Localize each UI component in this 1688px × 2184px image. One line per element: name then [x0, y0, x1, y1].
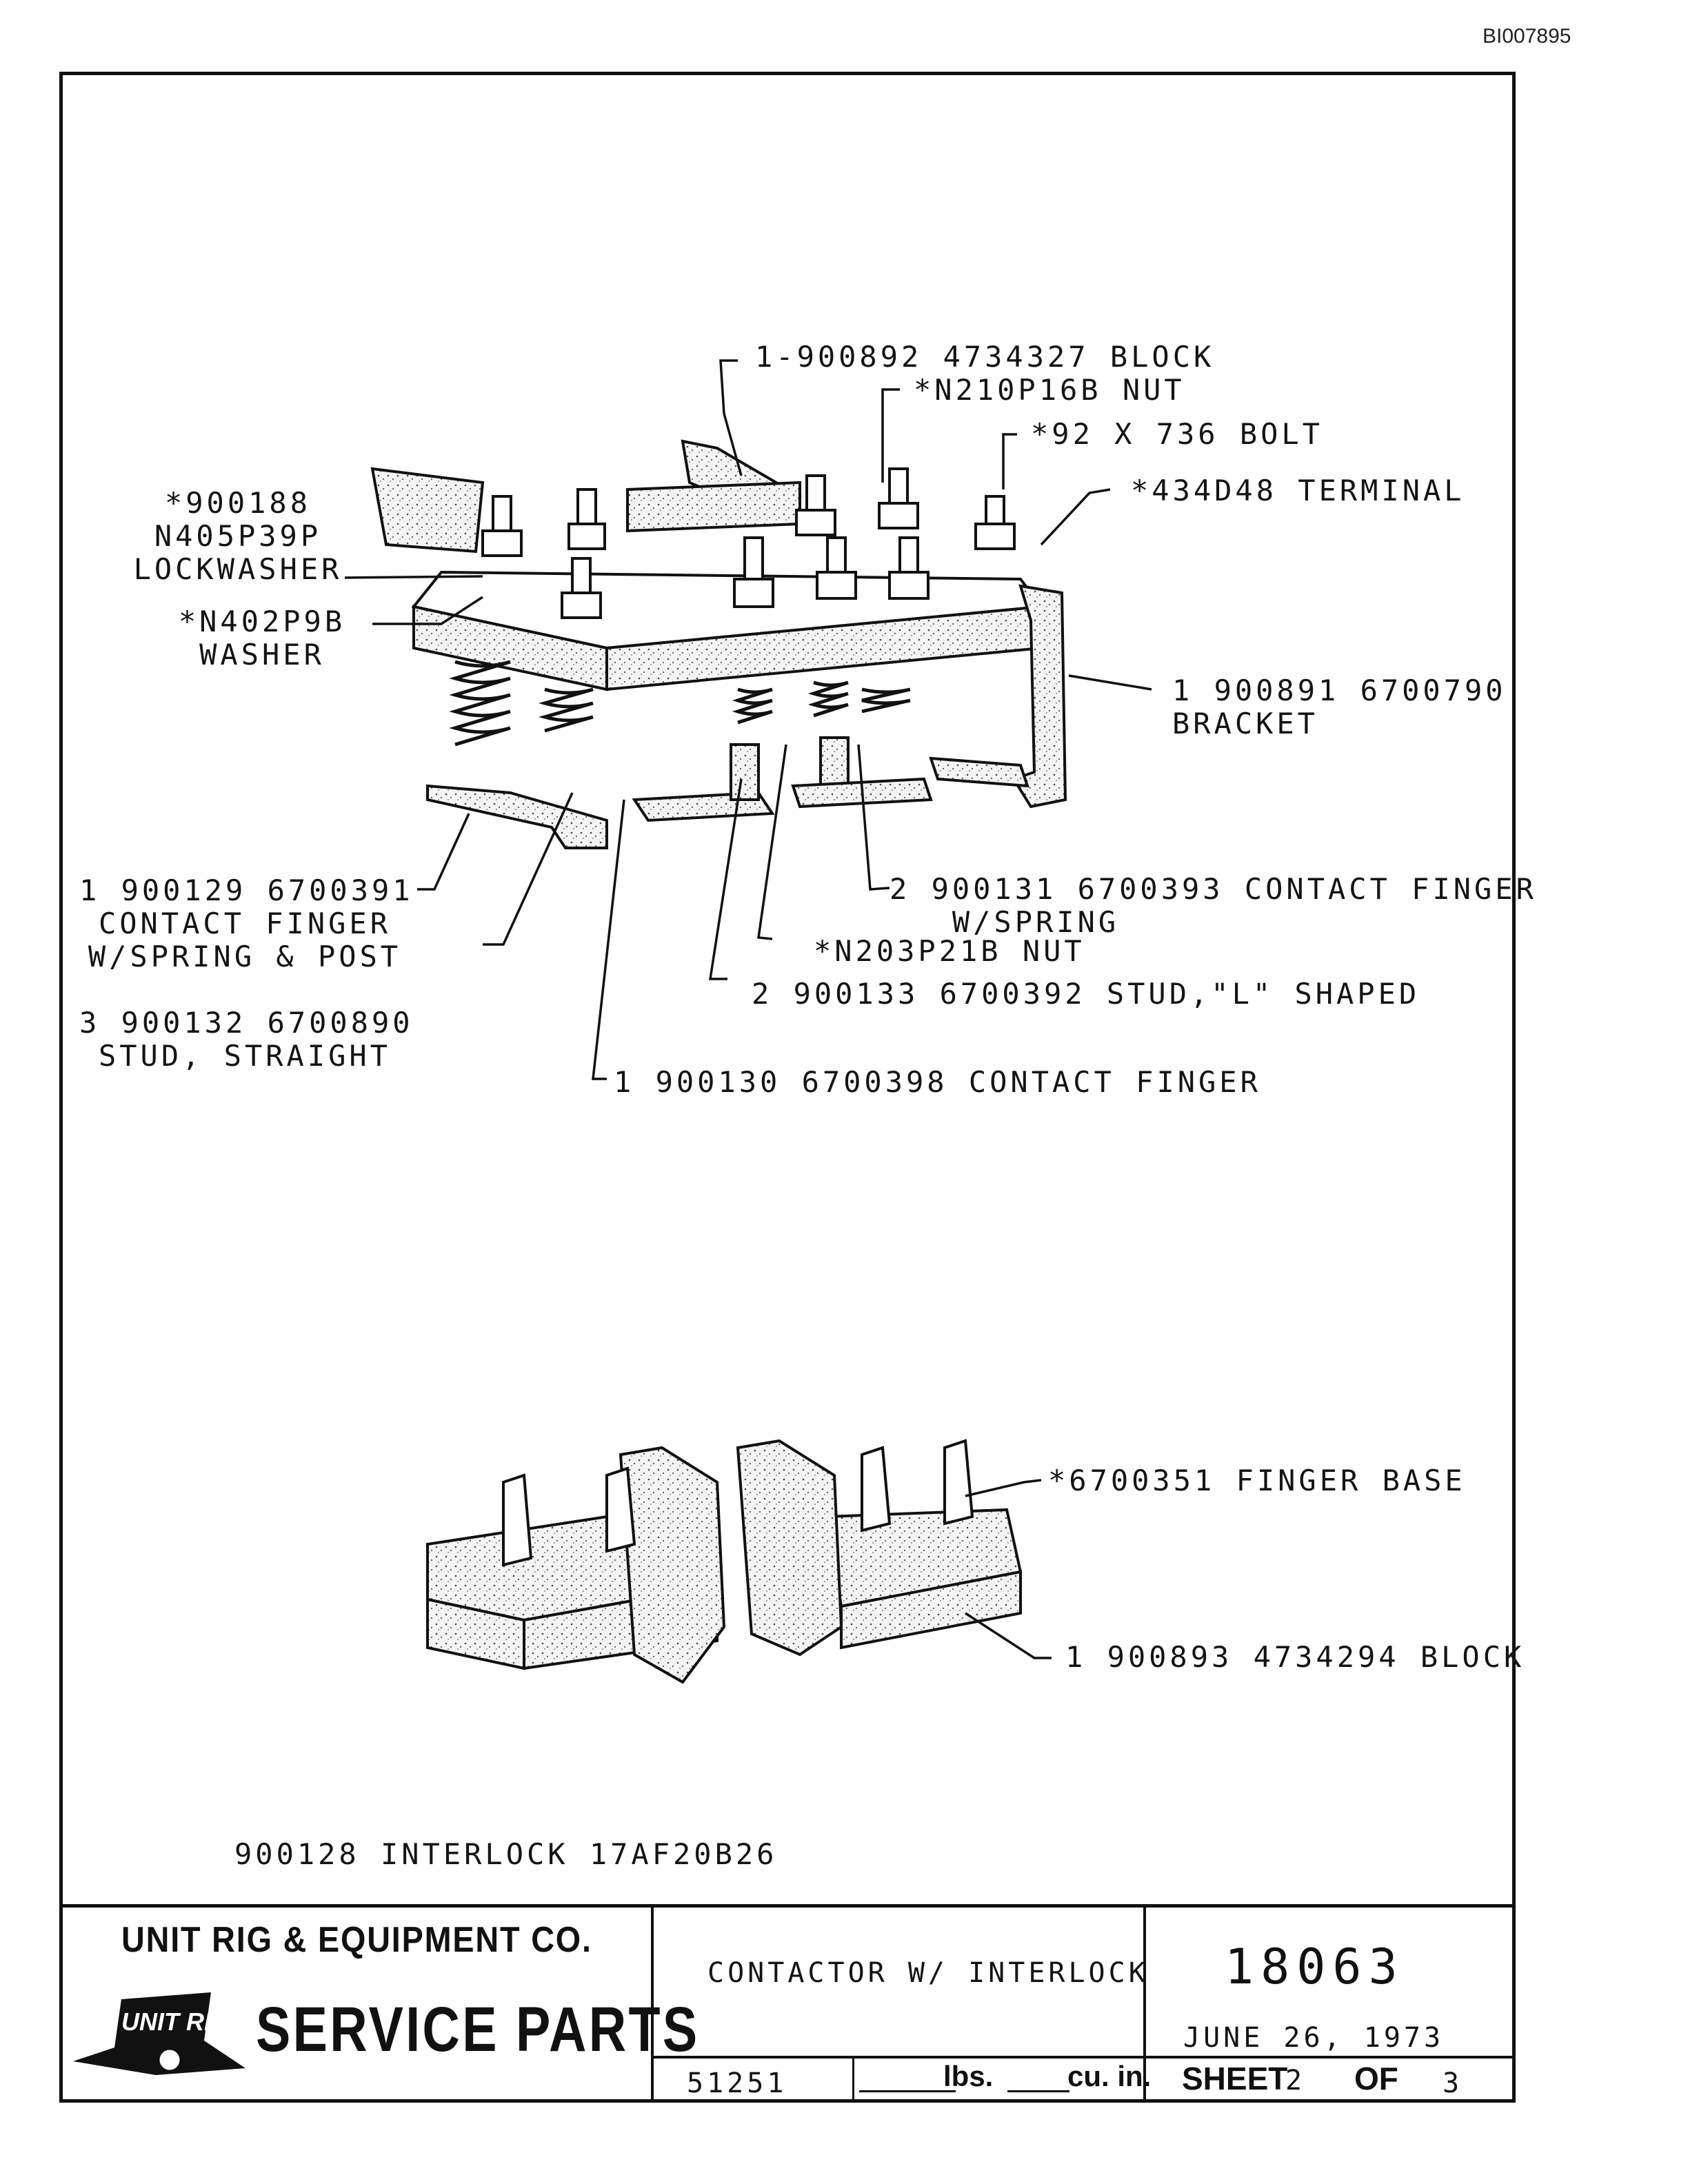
callout-terminal: *434D48 TERMINAL — [1131, 474, 1465, 507]
leader-lines — [344, 359, 1152, 1659]
document-id: BI007895 — [1483, 25, 1571, 48]
callout-bracket: 1 900891 6700790 BRACKET — [1172, 674, 1507, 740]
finger-posts — [502, 1439, 974, 1567]
upper-assembly — [370, 439, 1067, 849]
callout-contact-finger: 1 900130 6700398 CONTACT FINGER — [614, 1065, 1261, 1099]
sheet-total: 3 — [1443, 2067, 1463, 2099]
callout-nut-n203: *N203P21B NUT — [814, 934, 1085, 968]
reference-number: 51251 — [687, 2067, 787, 2099]
top-studs — [481, 467, 1016, 619]
lbs-label: lbs. — [943, 2060, 994, 2092]
callout-stud-straight: 3 900132 6700890 STUD, STRAIGHT — [79, 1006, 414, 1073]
bracket — [1011, 584, 1067, 809]
sheet-number: 2 — [1285, 2065, 1306, 2096]
callout-contact-finger-spring: 2 900131 6700393 CONTACT FINGER W/SPRING — [890, 872, 1537, 939]
callout-contact-finger-spring-post: 1 900129 6700391 CONTACT FINGER W/SPRING… — [79, 873, 414, 973]
logo-text: UNIT RIG — [121, 2008, 230, 2036]
drawing-date: JUNE 26, 1973 — [1183, 2022, 1445, 2054]
drawing-frame — [59, 72, 1516, 2103]
sheet-label: SHEET — [1182, 2061, 1288, 2096]
assembly-title: 900128 INTERLOCK 17AF20B26 — [234, 1837, 778, 1871]
company-name: UNIT RIG & EQUIPMENT CO. — [121, 1920, 592, 1960]
callout-block-top: 1-900892 4734327 BLOCK — [755, 340, 1215, 374]
callout-block-bottom: 1 900893 4734294 BLOCK — [1065, 1640, 1525, 1674]
lower-assembly — [426, 1439, 1023, 1684]
service-parts-heading: SERVICE PARTS — [256, 1994, 700, 2065]
unit-rig-logo: UNIT RIG — [73, 1979, 252, 2082]
callout-finger-base: *6700351 FINGER BASE — [1048, 1464, 1466, 1497]
contact-finger-left — [426, 784, 608, 849]
callout-stud-l: 2 900133 6700392 STUD,"L" SHAPED — [752, 977, 1420, 1011]
title-block: UNIT RIG & EQUIPMENT CO. UNIT RIG SERVIC… — [59, 1904, 1516, 2103]
drawing-description: CONTACTOR W/ INTERLOCK — [707, 1957, 1149, 1989]
arc-plate — [370, 467, 485, 554]
cuin-label: cu. in. — [1067, 2060, 1152, 2092]
callout-bolt: *92 X 736 BOLT — [1031, 417, 1324, 451]
callout-nut-n210: *N210P16B NUT — [914, 373, 1185, 407]
center-block — [619, 1446, 726, 1684]
callout-lockwasher: *900188 N405P39P LOCKWASHER — [133, 486, 343, 586]
drawing-number: 18063 — [1225, 1939, 1405, 1995]
of-label: OF — [1354, 2061, 1398, 2096]
springs — [449, 660, 911, 747]
callout-washer: *N402P9B WASHER — [178, 605, 346, 671]
